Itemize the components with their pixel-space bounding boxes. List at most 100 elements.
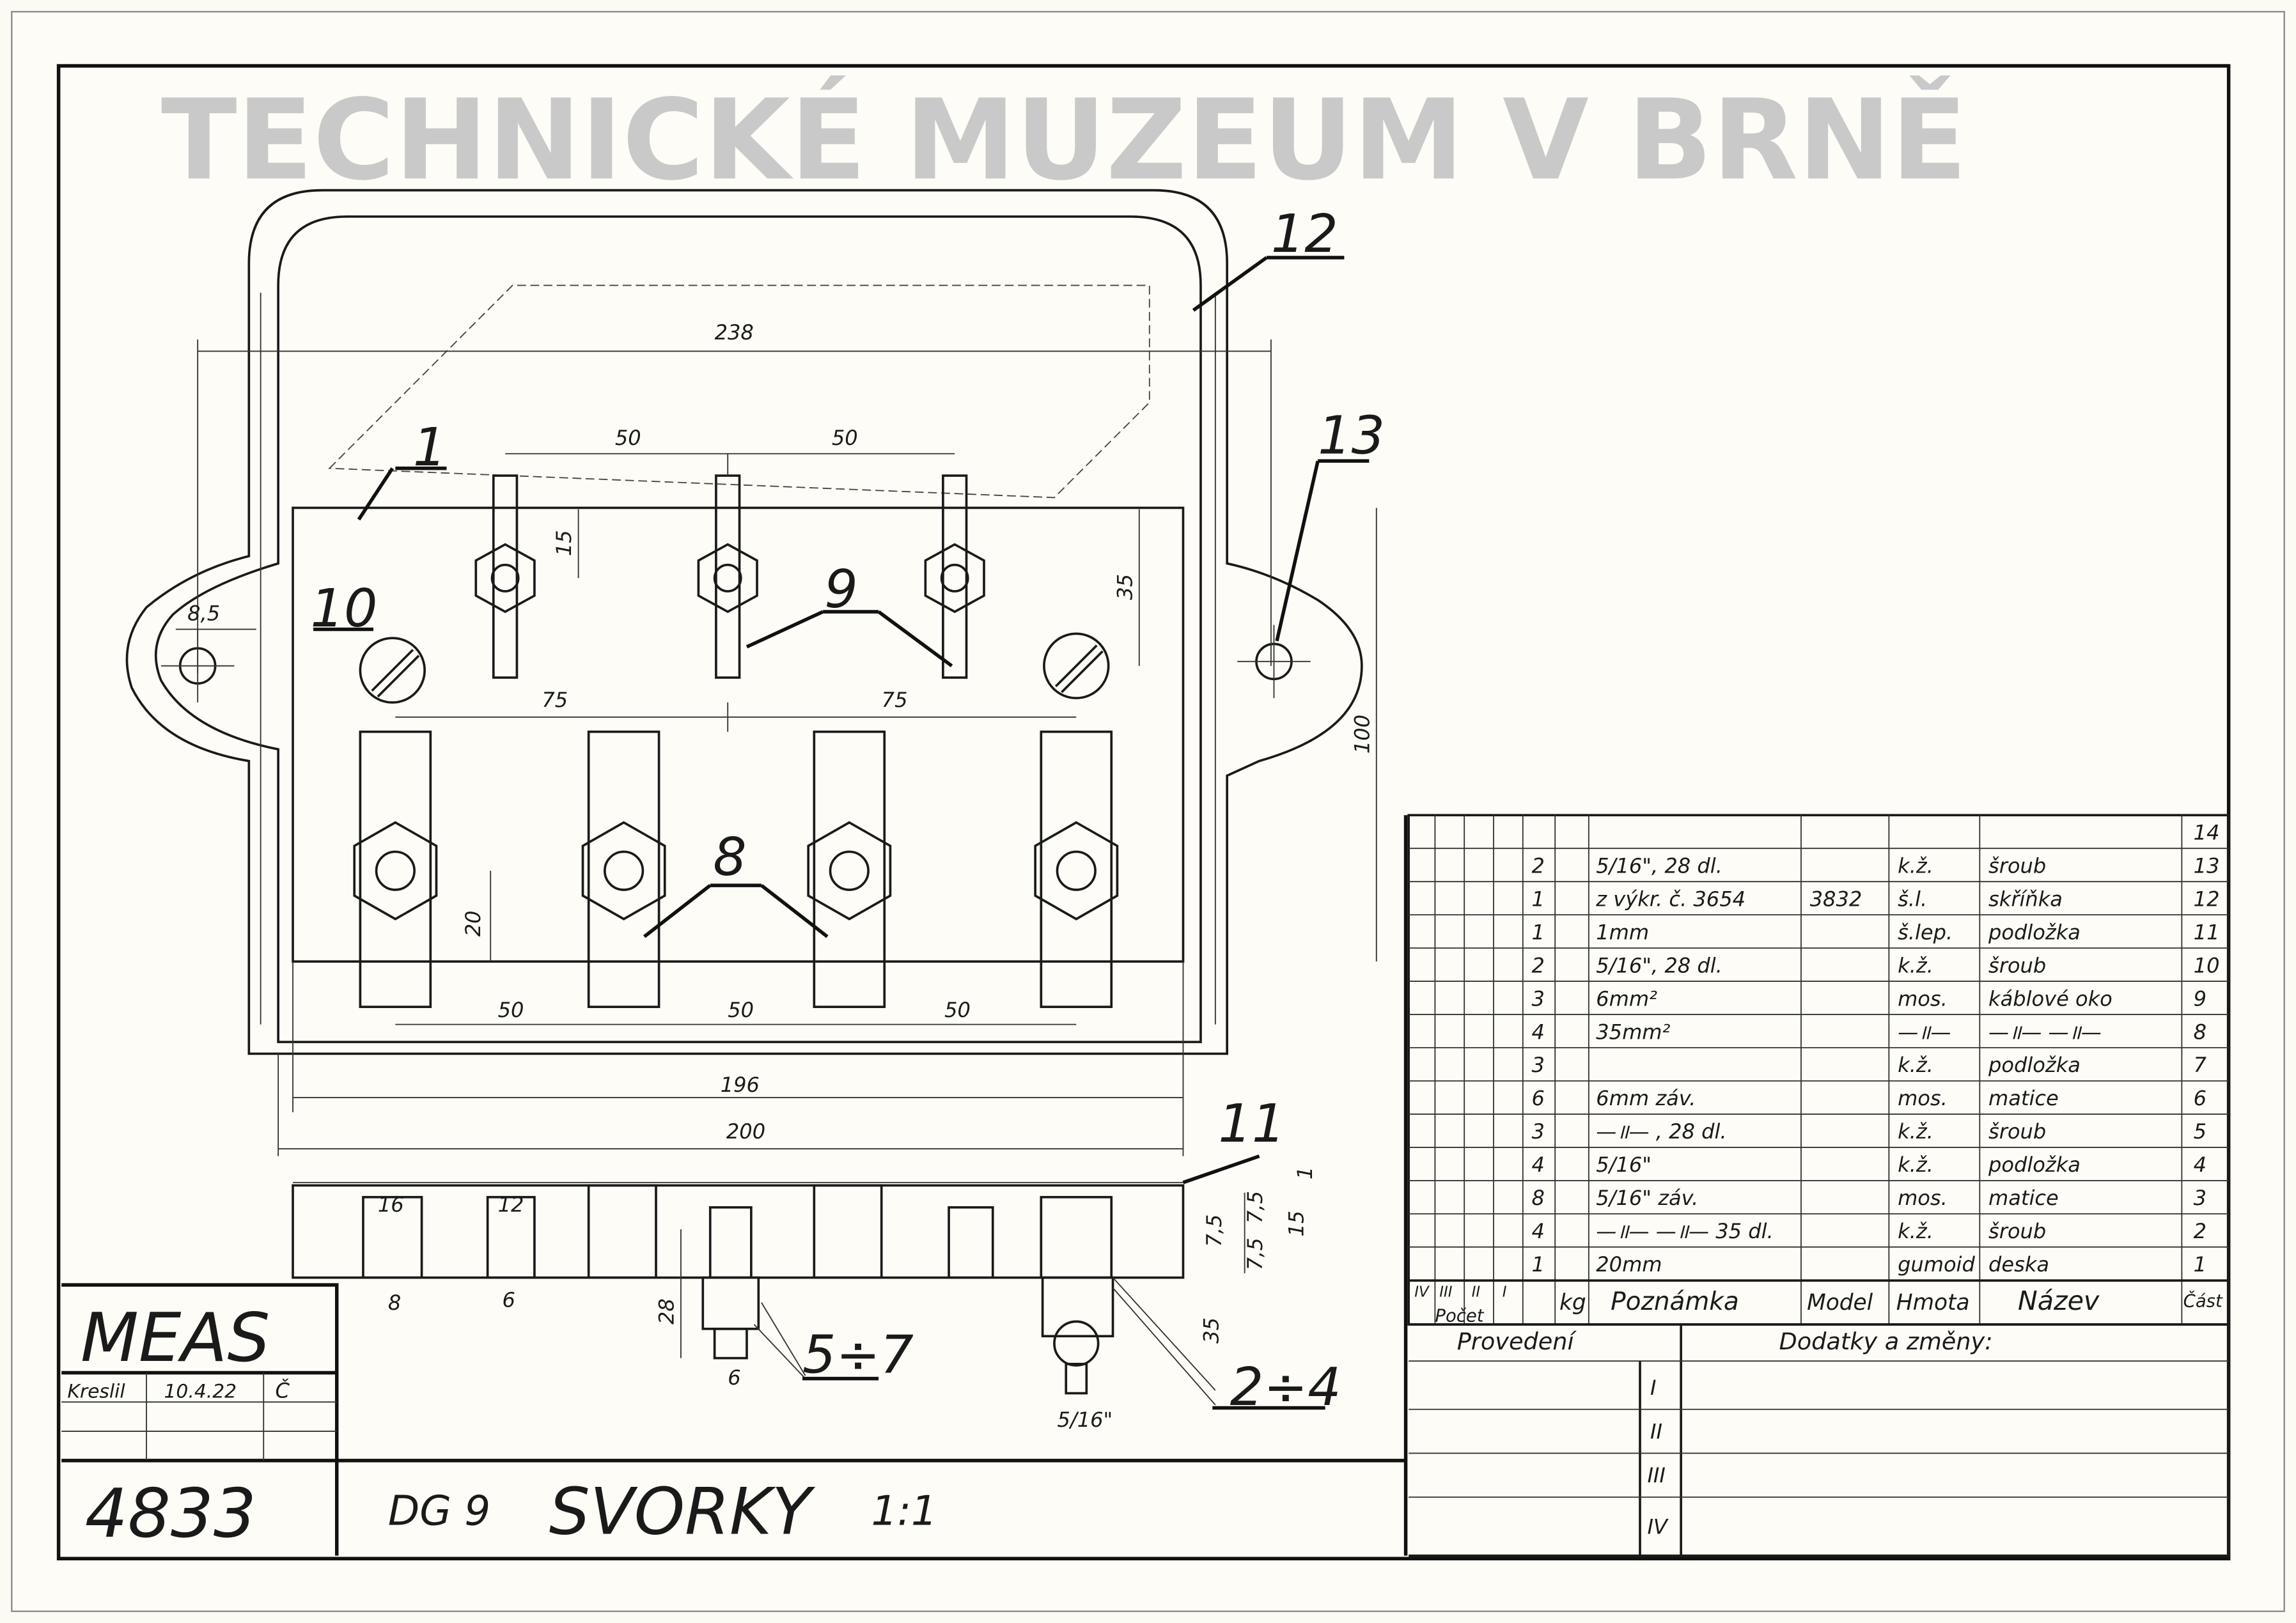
part-material: mos.: [1898, 1086, 1948, 1110]
dim-7-5-a: 7,5: [1243, 1191, 1267, 1223]
dim-1: 1: [1293, 1167, 1317, 1179]
part-number: 11: [2194, 920, 2220, 944]
note-header: Poznámka: [1611, 1287, 1739, 1316]
part-name: šroub: [1988, 953, 2046, 977]
dim-7-5-c: 7,5: [1202, 1215, 1226, 1247]
part-number: 1: [2194, 1252, 2206, 1277]
revision-ii: II: [1650, 1420, 1662, 1444]
dim-75-a: 75: [542, 688, 568, 712]
terminal-plate: [292, 506, 1185, 963]
revision-iii: III: [1647, 1463, 1665, 1487]
part-note: 1mm: [1596, 920, 1649, 944]
dim-50-a: 50: [615, 426, 641, 450]
dim-75-b: 75: [882, 688, 908, 712]
part-qty: 1: [1532, 920, 1545, 944]
part-qty: 4: [1532, 1020, 1545, 1044]
revision-iv: IV: [1647, 1514, 1668, 1539]
part-material: k.ž.: [1898, 953, 1933, 977]
dim-12: 12: [498, 1193, 524, 1217]
part-qty: 1: [1532, 887, 1545, 911]
part-material: k.ž.: [1898, 1053, 1933, 1077]
part-number: 9: [2194, 986, 2206, 1011]
drawn-by-label: Kreslil: [67, 1380, 125, 1402]
part-name: šroub: [1988, 853, 2046, 878]
part-qty: 3: [1532, 986, 1545, 1011]
part-note: 5/16", 28 dl.: [1596, 853, 1722, 878]
part-label-11: 11: [1218, 1093, 1285, 1154]
part-material: k.ž.: [1898, 1153, 1933, 1177]
part-number: 10: [2194, 953, 2220, 977]
part-material: š.l.: [1898, 887, 1927, 911]
part-name: skříňka: [1988, 887, 2063, 911]
part-material: k.ž.: [1898, 1119, 1933, 1144]
dim-7-5-b: 7,5: [1243, 1238, 1267, 1270]
execution-label: Provedení: [1457, 1328, 1577, 1355]
count-col-ii: II: [1472, 1284, 1481, 1300]
dim-35: 35: [1113, 574, 1137, 600]
dim-238: 238: [715, 320, 754, 345]
part-label-13: 13: [1318, 405, 1385, 467]
part-name: podložka: [1988, 1153, 2081, 1177]
part-note: 35mm²: [1596, 1020, 1670, 1044]
dim-50-c: 50: [498, 998, 524, 1022]
part-number: 7: [2194, 1053, 2207, 1077]
dim-50-b: 50: [832, 426, 858, 450]
part-name: podložka: [1988, 920, 2081, 944]
title-block: MEAS Kreslil 10.4.22 Č 4833 DG 9 SVORKY …: [61, 815, 1408, 1556]
drawing-number: 4833: [85, 1474, 256, 1553]
dim-6-b: 6: [728, 1365, 740, 1390]
part-number: 8: [2194, 1020, 2206, 1044]
part-note: 6mm záv.: [1596, 1086, 1696, 1110]
part-qty: 3: [1532, 1053, 1545, 1077]
leader-lines: [313, 256, 1370, 938]
part-qty: 6: [1532, 1086, 1545, 1110]
large-terminals: [353, 730, 1119, 1008]
part-material: gumoid: [1898, 1252, 1975, 1277]
dim-6-a: 6: [503, 1287, 515, 1312]
watermark: TECHNICKÉ MUZEUM V BRNĚ: [161, 74, 1967, 205]
part-header: Část: [2183, 1289, 2223, 1311]
part-note: —॥— , 28 dl.: [1596, 1119, 1726, 1144]
drawing-border: [56, 64, 2231, 1561]
part-name: káblové oko: [1988, 986, 2112, 1011]
paper-sheet: [11, 11, 2285, 1612]
dim-200: 200: [726, 1119, 765, 1144]
dim-5-16: 5/16": [1058, 1408, 1113, 1432]
drawn-date: 10.4.22: [164, 1380, 237, 1402]
part-number: 13: [2194, 853, 2220, 878]
part-label-2-4: 2÷4: [1230, 1356, 1341, 1418]
count-label: Počet: [1435, 1306, 1484, 1326]
dim-15: 15: [552, 530, 576, 556]
dim-28: 28: [654, 1298, 678, 1324]
part-label-12: 12: [1271, 203, 1338, 265]
drawing-title: SVORKY: [549, 1473, 816, 1549]
part-material: mos.: [1898, 1186, 1948, 1210]
revision-i: I: [1650, 1376, 1656, 1400]
part-qty: 4: [1532, 1153, 1545, 1177]
dim-8: 8: [388, 1291, 401, 1315]
model-header: Model: [1807, 1290, 1873, 1316]
dim-16: 16: [378, 1193, 404, 1217]
part-note: —॥— —॥— 35 dl.: [1596, 1219, 1773, 1243]
part-number: 6: [2194, 1086, 2206, 1110]
count-col-i: I: [1503, 1284, 1507, 1300]
part-number: 12: [2194, 887, 2220, 911]
part-material: k.ž.: [1898, 853, 1933, 878]
part-name: —॥— —॥—: [1988, 1020, 2102, 1044]
material-header: Hmota: [1896, 1290, 1970, 1316]
changes-label: Dodatky a změny:: [1779, 1328, 1993, 1355]
dim-50-d: 50: [728, 998, 754, 1022]
drawing-code: DG 9: [388, 1487, 490, 1535]
part-material: mos.: [1898, 986, 1948, 1011]
